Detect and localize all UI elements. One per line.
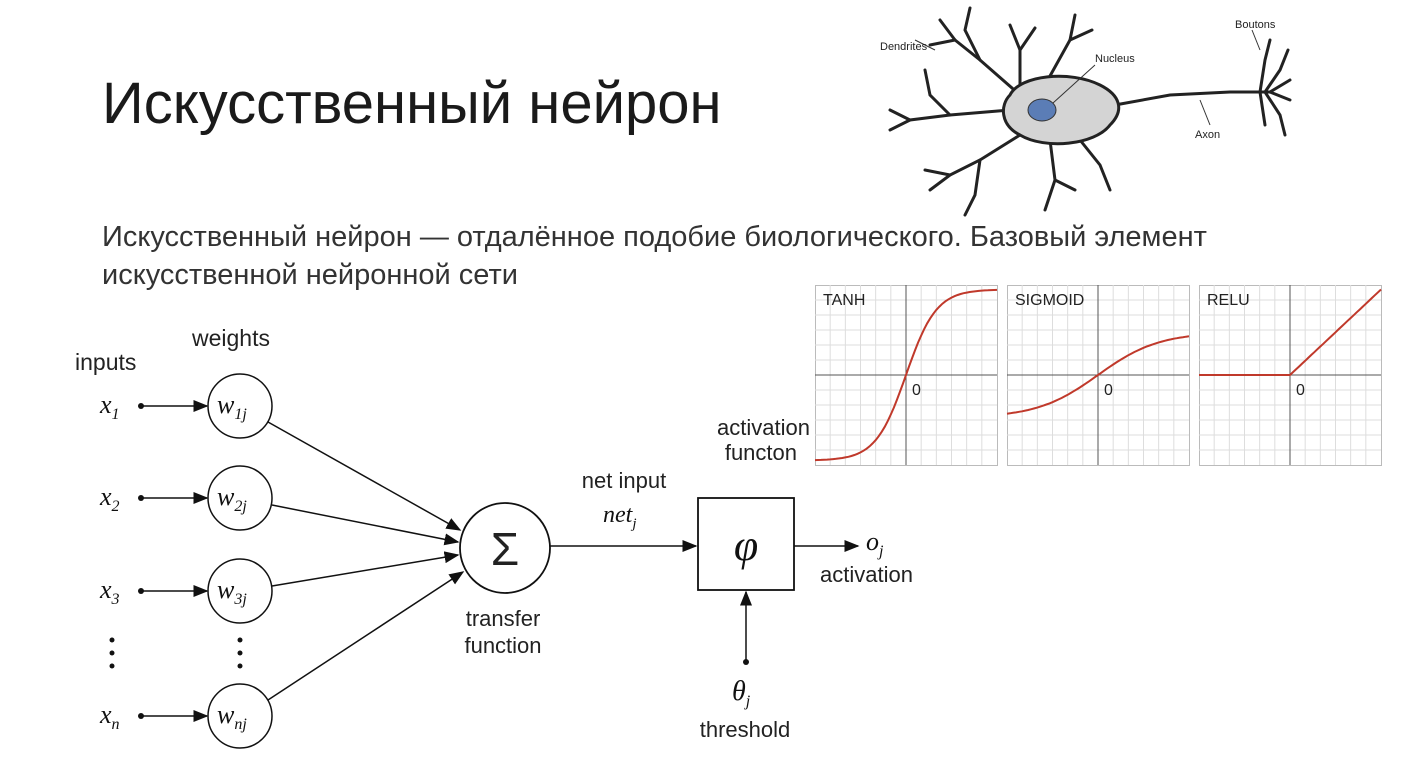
svg-text:netj: netj [603, 502, 637, 532]
ellipsis-dots [109, 637, 243, 669]
svg-text:w2j: w2j [217, 482, 247, 515]
weight-symbol: w [217, 390, 235, 419]
transfer-function-label-1: transfer [466, 606, 541, 631]
svg-text:x3: x3 [99, 575, 120, 608]
input-x-symbol: x [99, 700, 112, 729]
input-row-3: x3 w3j [99, 558, 273, 624]
input-x-symbol: x [99, 482, 112, 511]
output-sub: j [877, 543, 884, 560]
threshold-dot [743, 659, 749, 665]
sigmoid-plot: SIGMOID 0 [1006, 285, 1190, 466]
input-row-n: xn wnj [99, 683, 273, 749]
sum-symbol: Σ [491, 523, 519, 575]
plot-title: SIGMOID [1015, 292, 1084, 309]
svg-text:oj: oj [866, 527, 884, 560]
input-x-symbol: x [99, 575, 112, 604]
net-sub: j [630, 516, 636, 532]
input-x-symbol: x [99, 390, 112, 419]
activation-plots: TANH 0 SIGMOID 0 RELU 0 [814, 285, 1382, 466]
slide-subtitle: Искусственный нейрон — отдалённое подоби… [102, 221, 1207, 291]
perceptron-diagram: inputs weights x1 w1j x2 w2j x3 w3j xn w… [75, 325, 913, 749]
zero-label: 0 [912, 382, 921, 399]
weight-symbol: w [217, 575, 235, 604]
threshold-symbol: θ [732, 676, 746, 707]
weight-node [207, 558, 273, 624]
output-symbol: o [866, 527, 879, 556]
nucleus-shape [1027, 98, 1057, 122]
nucleus-label: Nucleus [1095, 53, 1135, 65]
zero-label: 0 [1104, 382, 1113, 399]
tanh-plot: TANH 0 [814, 285, 998, 466]
weight-edges [267, 421, 465, 701]
transfer-function-label-2: function [464, 633, 541, 658]
input-x-sub: 2 [112, 498, 120, 515]
input-x-sub: 1 [112, 406, 120, 423]
cell-body [1001, 74, 1121, 146]
threshold-sub: j [744, 693, 751, 710]
input-row-1: x1 w1j [99, 373, 273, 439]
boutons-label: Boutons [1235, 19, 1276, 31]
activation-box [697, 497, 795, 591]
net-symbol: net [603, 502, 634, 528]
neuron-illustration: Dendrites Nucleus Boutons Axon [880, 6, 1292, 217]
axon-label: Axon [1195, 129, 1220, 141]
activation-function-label-2: functon [725, 440, 797, 465]
activation-label: activation [820, 562, 913, 587]
svg-text:x2: x2 [99, 482, 120, 515]
relu-plot: RELU 0 [1199, 285, 1382, 466]
input-row-2: x2 w2j [99, 465, 273, 531]
page-title: Искусственный нейрон [102, 71, 722, 136]
neuron-body [888, 6, 1292, 217]
inputs-label: inputs [75, 349, 136, 375]
svg-text:x1: x1 [99, 390, 120, 423]
svg-text:w3j: w3j [217, 575, 247, 608]
svg-text:θj: θj [732, 676, 751, 710]
weight-symbol: w [217, 700, 235, 729]
sigmoid-curve [1006, 335, 1190, 415]
relu-curve [1199, 288, 1382, 376]
svg-text:xn: xn [99, 700, 120, 733]
phi-symbol: φ [734, 521, 758, 570]
activation-function-label-1: activation [717, 415, 810, 440]
plot-title: TANH [823, 292, 865, 309]
zero-label: 0 [1296, 382, 1305, 399]
svg-text:wnj: wnj [217, 700, 247, 733]
tanh-curve [814, 288, 998, 462]
net-input-label: net input [582, 468, 666, 493]
weight-sub: 2j [234, 498, 247, 515]
weight-symbol: w [217, 482, 235, 511]
svg-text:w1j: w1j [217, 390, 247, 423]
input-x-sub: 3 [111, 591, 120, 608]
weight-sub: 3j [233, 591, 247, 608]
weight-sub: nj [234, 716, 247, 733]
weight-node [207, 465, 273, 531]
weight-sub: 1j [234, 406, 247, 423]
weights-label: weights [191, 325, 270, 351]
dendrites-label: Dendrites [880, 41, 928, 53]
weight-node [207, 683, 273, 749]
threshold-label: threshold [700, 717, 791, 742]
sum-node [459, 502, 551, 594]
input-x-sub: n [112, 716, 120, 733]
weight-node [207, 373, 273, 439]
plot-title: RELU [1207, 292, 1250, 309]
